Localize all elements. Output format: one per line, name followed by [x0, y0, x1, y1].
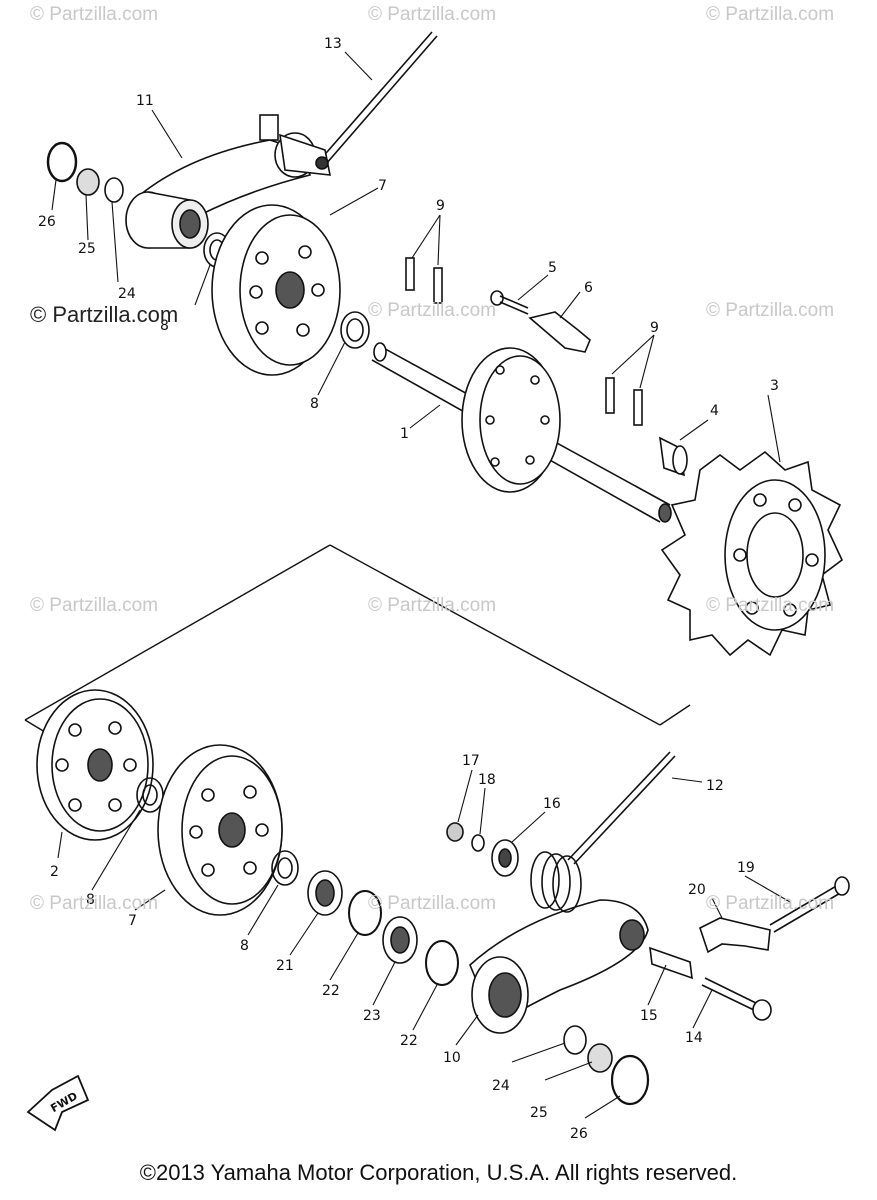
part-5-bolt: [490, 290, 529, 315]
callout-11: 11: [136, 93, 154, 109]
part-1-flange: [461, 347, 561, 493]
watermark: © Partzilla.com: [30, 595, 159, 616]
part-2-wheel: [36, 689, 154, 841]
watermark: © Partzilla.com: [706, 4, 835, 25]
part-4-collar: [659, 436, 688, 477]
part-22-circlip-a: [348, 890, 382, 936]
callout-14: 14: [685, 1030, 703, 1046]
part-9-pin-d: [633, 389, 643, 426]
callout-23: 23: [363, 1008, 381, 1024]
part-20-bracket: [699, 917, 771, 954]
watermark: © Partzilla.com: [706, 300, 835, 321]
part-8-washer-upper-b: [340, 311, 370, 349]
part-18-washer: [471, 834, 485, 852]
callout-22: 22: [400, 1033, 418, 1049]
callout-3: 3: [770, 378, 779, 394]
part-10-arm: [469, 899, 649, 1034]
section-outline: [24, 544, 691, 736]
part-8-washer-lower-b: [271, 850, 299, 886]
watermark: © Partzilla.com: [368, 4, 497, 25]
part-26-cap-lower: [610, 1054, 650, 1106]
part-11-arm: [138, 114, 331, 216]
callout-18: 18: [478, 772, 496, 788]
leader-lines: [51, 51, 791, 1119]
callout-19: 19: [737, 860, 755, 876]
watermark: © Partzilla.com: [368, 893, 497, 914]
part-3-sprocket: [660, 450, 843, 657]
copyright-notice: ©2013 Yamaha Motor Corporation, U.S.A. A…: [139, 1160, 738, 1185]
part-6-bracket: [528, 311, 591, 353]
callout-20: 20: [688, 882, 706, 898]
callout-8: 8: [310, 396, 319, 412]
callout-8: 8: [160, 318, 169, 334]
callout-8: 8: [240, 938, 249, 954]
watermark: © Partzilla.com: [368, 300, 497, 321]
callout-2: 2: [50, 864, 59, 880]
part-24-washer-top: [104, 177, 124, 203]
callout-16: 16: [543, 796, 561, 812]
part-25-nut-lower: [587, 1043, 613, 1073]
callout-15: 15: [640, 1008, 658, 1024]
callout-7: 7: [128, 913, 137, 929]
part-14-bolt: [701, 977, 772, 1021]
callout-9: 9: [436, 198, 445, 214]
callout-5: 5: [548, 260, 557, 276]
part-25-nut-top: [76, 168, 100, 196]
callout-10: 10: [443, 1050, 461, 1066]
callout-8: 8: [86, 892, 95, 908]
part-9-pin-c: [605, 377, 615, 414]
watermark: © Partzilla.com: [368, 595, 497, 616]
callout-24: 24: [492, 1078, 510, 1094]
watermark: © Partzilla.com: [30, 4, 159, 25]
callout-25: 25: [78, 241, 96, 257]
part-17-nut: [446, 822, 464, 842]
callout-labels: 13 11 7 26 25 24 8 9 5 6 8 9 3 4 1 2 8 7…: [38, 36, 779, 1142]
callout-12: 12: [706, 778, 724, 794]
callout-25: 25: [530, 1105, 548, 1121]
part-19-bolt: [769, 876, 850, 933]
part-7-wheel-lower: [157, 744, 283, 916]
callout-22: 22: [322, 983, 340, 999]
callout-6: 6: [584, 280, 593, 296]
callout-24: 24: [118, 286, 136, 302]
spring: [530, 851, 582, 913]
part-7-wheel-upper: [211, 204, 341, 376]
callout-13: 13: [324, 36, 342, 52]
part-9-pin-b: [433, 267, 443, 304]
part-9-pin-a: [405, 257, 415, 291]
part-11-sleeve: [125, 191, 209, 249]
callout-4: 4: [710, 403, 719, 419]
callout-9: 9: [650, 320, 659, 336]
callout-26: 26: [570, 1126, 588, 1142]
callout-21: 21: [276, 958, 294, 974]
callout-26: 26: [38, 214, 56, 230]
watermark-dark: © Partzilla.com: [30, 302, 179, 327]
callout-17: 17: [462, 753, 480, 769]
part-22-circlip-b: [425, 940, 459, 986]
callout-1: 1: [400, 426, 409, 442]
callout-7: 7: [378, 178, 387, 194]
part-12-rod: [567, 751, 676, 865]
part-26-cap-top: [46, 141, 78, 183]
part-24-washer-lower: [563, 1025, 587, 1055]
watermark: © Partzilla.com: [30, 893, 159, 914]
part-13-rod: [319, 31, 438, 165]
watermark: © Partzilla.com: [706, 595, 835, 616]
part-15-sleeve: [649, 946, 693, 980]
fwd-arrow-icon: [26, 1074, 90, 1132]
watermark: © Partzilla.com: [706, 893, 835, 914]
part-16-bushing: [491, 839, 519, 877]
